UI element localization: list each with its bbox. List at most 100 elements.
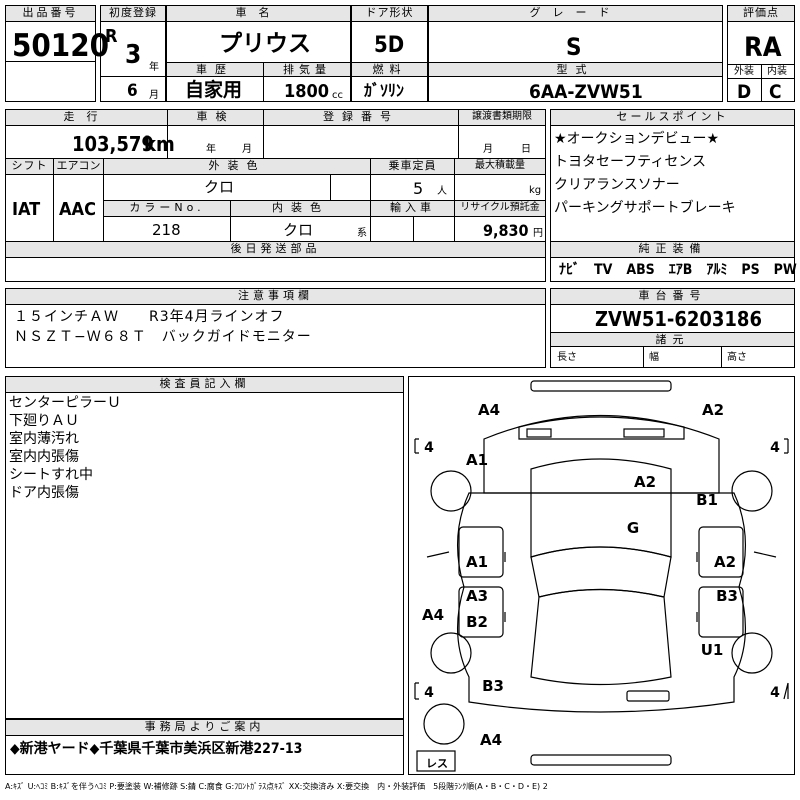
fuel-box: 燃料 ｶﾞｿﾘﾝ — [351, 62, 428, 102]
max-load-box: 最大積載量 kg — [454, 158, 546, 201]
notes-box: 注意事項欄 １５インチＡＷ R3年4月ラインオフ ＮＳＺＴ−Ｗ６８Ｔ バックガイ… — [5, 288, 546, 368]
max-load-label: 最大積載量 — [455, 159, 545, 175]
model-label: 型式 — [429, 63, 722, 77]
sales-point-line: ★オークションデビュー★ — [554, 131, 720, 147]
inspector-note: 室内薄汚れ — [9, 431, 79, 447]
specs-label: 諸元 — [551, 332, 794, 347]
interior-color-unit: 系 — [357, 228, 367, 239]
chassis-box: 車台番号 ZVW51-6203186 諸元 長さ 幅 高さ — [550, 288, 795, 368]
model-value: 6AA-ZVW51 — [529, 81, 643, 103]
inspector-note: 下廻りＡＵ — [9, 413, 79, 429]
inspection-box: 車検 年 月 — [167, 109, 264, 159]
recycle-box: リサイクル預託金 9,830 円 — [454, 200, 546, 242]
chassis-number: ZVW51-6203186 — [595, 307, 762, 331]
shift-box: シフト IAT — [5, 158, 54, 242]
mileage-label: 走行 — [6, 110, 167, 126]
sales-point-line: クリアランスソナー — [554, 177, 680, 193]
specs-width-label: 幅 — [649, 352, 659, 363]
damage-mark: A2 — [634, 473, 656, 491]
exterior-color-box: 外装色 クロ — [103, 158, 371, 201]
grade-box: グレード S — [428, 5, 723, 63]
later-parts-box: 後日発送部品 — [5, 241, 546, 282]
exterior-grade-value: D — [737, 81, 752, 103]
recycle-value: 9,830 — [483, 221, 529, 240]
lot-box: 出品番号 50120 — [5, 5, 109, 102]
color-no-label: カラーNo. — [104, 201, 230, 217]
aircon-box: エアコン AAC — [53, 158, 104, 242]
import-label: 輸入車 — [371, 201, 454, 217]
model-box: 型式 6AA-ZVW51 — [428, 62, 723, 102]
damage-mark: G — [627, 519, 639, 537]
displacement-box: 排気量 1800 cc — [263, 62, 351, 102]
score-value: RA — [744, 32, 782, 63]
legend-text: A:ｷｽﾞ U:ﾍｺﾐ B:ｷｽﾞを伴うﾍｺﾐ P:要塗装 W:補修跡 S:錆 … — [5, 782, 548, 791]
car-diagram-box: 4 4 4 4 レス A4 A2 A1 A2 B1 G A1 A2 A3 B3 … — [408, 376, 795, 775]
specs-height-label: 高さ — [727, 352, 747, 363]
interior-color-box: 内装色 クロ 系 — [230, 200, 371, 242]
capacity-label: 乗車定員 — [371, 159, 454, 175]
aircon-value: AAC — [59, 199, 96, 220]
exterior-grade-label: 外装 — [734, 66, 754, 77]
fuel-label: 燃料 — [352, 63, 427, 77]
inspector-note: ドア内張傷 — [9, 485, 79, 501]
score-label: 評価点 — [728, 6, 794, 22]
notes-line: １５インチＡＷ R3年4月ラインオフ — [14, 309, 285, 325]
car-name-label: 車名 — [167, 6, 350, 22]
reg-number-box: 登録番号 — [263, 109, 459, 159]
exterior-color-label: 外装色 — [104, 159, 370, 175]
transfer-deadline-box: 譲渡書類期限 月 日 — [458, 109, 546, 159]
exterior-color-value: クロ — [204, 178, 235, 196]
first-reg-month: 6 — [127, 81, 138, 101]
inspector-note: シートすれ中 — [9, 467, 93, 483]
first-reg-month-unit: 月 — [149, 90, 159, 101]
transfer-deadline-month-unit: 月 — [483, 144, 493, 155]
specs-length-label: 長さ — [557, 352, 577, 363]
doors-value: 5D — [374, 33, 405, 58]
first-reg-box: 初度登録 R 3 年 6 月 — [100, 5, 166, 102]
recycle-label: リサイクル預託金 — [455, 201, 545, 217]
office-box: 事務局よりご案内 ◆新港ヤード◆千葉県千葉市美浜区新港227-13 — [5, 719, 404, 775]
displacement-label: 排気量 — [264, 63, 350, 77]
inspector-note: センターピラーＵ — [9, 395, 121, 411]
mileage-box: 走行 103,579 km — [5, 109, 175, 159]
sales-point-line: パーキングサポートブレーキ — [554, 200, 736, 216]
capacity-box: 乗車定員 5 人 — [370, 158, 455, 201]
spare-tyre-label: レス — [426, 757, 448, 770]
grade-label: グレード — [429, 6, 722, 22]
notes-label: 注意事項欄 — [6, 289, 545, 305]
inspector-note: 室内内張傷 — [9, 449, 79, 465]
interior-color-label: 内装色 — [231, 201, 370, 217]
history-label: 車歴 — [167, 63, 263, 77]
interior-grade-value: C — [769, 81, 782, 103]
first-reg-year-unit: 年 — [149, 62, 159, 73]
inspection-label: 車検 — [168, 110, 263, 126]
color-no-value: 218 — [152, 221, 181, 239]
damage-mark: U1 — [701, 641, 724, 659]
sales-point-line: トヨタセーフティセンス — [554, 154, 707, 170]
damage-mark: A4 — [478, 401, 500, 419]
genuine-equipment-label: 純正装備 — [551, 242, 794, 258]
car-diagram: 4 4 4 4 レス A4 A2 A1 A2 B1 G A1 A2 A3 B3 … — [414, 380, 789, 772]
damage-mark: A3 — [466, 587, 488, 605]
damage-mark: A4 — [422, 606, 444, 624]
damage-mark: B1 — [696, 491, 718, 509]
damage-mark: A1 — [466, 553, 488, 571]
score-box: 評価点 RA 外装 内装 D C — [727, 5, 795, 102]
doors-label: ドア形状 — [352, 6, 427, 22]
max-load-unit: kg — [529, 185, 542, 196]
fuel-value: ｶﾞｿﾘﾝ — [364, 81, 405, 100]
shift-value: IAT — [12, 199, 41, 220]
car-name-box: 車名 プリウス — [166, 5, 351, 63]
interior-grade-label: 内装 — [767, 66, 787, 77]
notes-line: ＮＳＺＴ−Ｗ６８Ｔ バックガイドモニター — [14, 329, 312, 345]
reg-number-label: 登録番号 — [264, 110, 458, 126]
transfer-deadline-label: 譲渡書類期限 — [459, 110, 545, 126]
doors-box: ドア形状 5D — [351, 5, 428, 63]
office-label: 事務局よりご案内 — [6, 720, 403, 736]
later-parts-label: 後日発送部品 — [6, 242, 545, 258]
damage-mark: B3 — [482, 677, 504, 695]
damage-mark: A2 — [702, 401, 724, 419]
damage-mark: B3 — [716, 587, 738, 605]
sales-points-box: セールスポイント ★オークションデビュー★ トヨタセーフティセンス クリアランス… — [550, 109, 795, 243]
office-notice: ◆新港ヤード◆千葉県千葉市美浜区新港227-13 — [10, 741, 303, 757]
